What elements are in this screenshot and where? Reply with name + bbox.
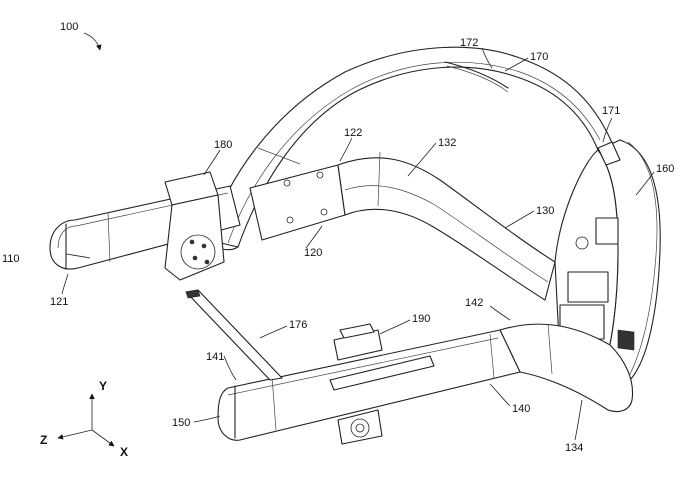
label-190: 190	[412, 313, 430, 325]
axis-z-label: Z	[40, 433, 47, 447]
label-176: 176	[289, 319, 307, 331]
flex-cable	[186, 290, 282, 380]
label-180: 180	[214, 139, 232, 151]
label-110: 110	[2, 253, 20, 265]
label-170: 170	[530, 51, 548, 63]
label-134: 134	[565, 442, 583, 454]
coordinate-axes: Y Z X	[40, 379, 128, 459]
label-140: 140	[512, 403, 530, 415]
hinge-block	[165, 172, 224, 280]
axis-y-label: Y	[99, 379, 107, 393]
label-130: 130	[536, 205, 554, 217]
side-arm	[338, 152, 555, 300]
label-142: 142	[465, 297, 483, 309]
label-100: 100	[60, 21, 78, 33]
label-150: 150	[172, 417, 190, 429]
label-141: 141	[206, 351, 224, 363]
label-122: 122	[344, 127, 362, 139]
axis-x-label: X	[120, 445, 128, 459]
label-160: 160	[656, 163, 674, 175]
label-120: 120	[304, 247, 322, 259]
label-132: 132	[438, 137, 456, 149]
label-121: 121	[50, 296, 68, 308]
label-171: 171	[602, 105, 620, 117]
label-172: 172	[460, 37, 478, 49]
